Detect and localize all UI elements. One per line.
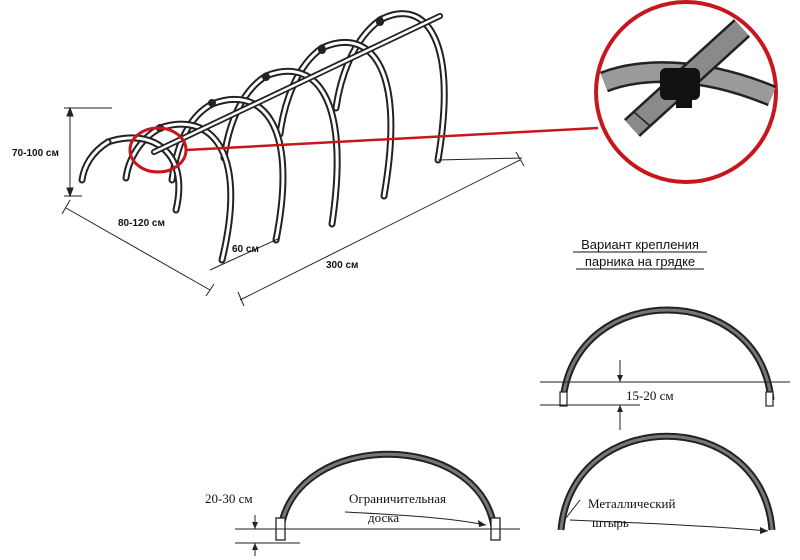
dimension-lines xyxy=(61,106,525,307)
pin-label-line-2: штырь xyxy=(592,515,629,530)
height-dim-label: 70-100 см xyxy=(12,148,59,159)
greenhouse-tunnel xyxy=(78,10,448,264)
length-dim-label: 300 см xyxy=(326,260,358,271)
caption-line-2: парника на грядке xyxy=(585,254,695,269)
pin-label-line-1: Металлический xyxy=(588,496,675,511)
arch-2 xyxy=(122,120,235,264)
detail-callout xyxy=(128,0,778,184)
board-depth-label: 20-30 см xyxy=(205,491,253,506)
zoom-detail xyxy=(600,19,777,137)
pin-mount-diagram xyxy=(557,432,776,534)
board-label-line-2: доска xyxy=(368,510,399,525)
width-dim-label: 80-120 см xyxy=(118,218,165,229)
spacing-dim-label: 60 см xyxy=(232,244,259,255)
board-label-line-1: Ограничительная xyxy=(349,491,446,506)
stake-depth-label: 15-20 см xyxy=(626,388,674,403)
board-mount-diagram xyxy=(235,450,520,556)
stake-mount-diagram xyxy=(540,306,790,430)
caption-line-1: Вариант крепления xyxy=(581,237,699,252)
